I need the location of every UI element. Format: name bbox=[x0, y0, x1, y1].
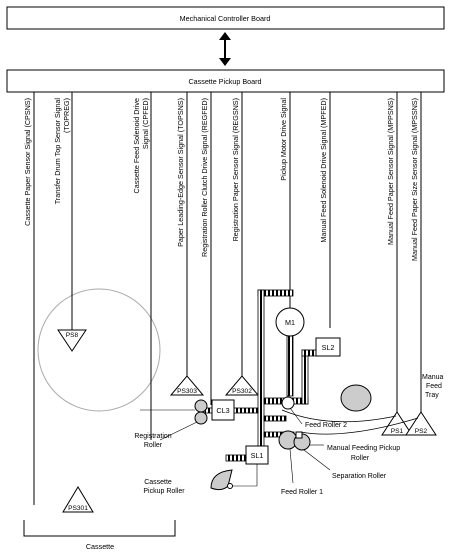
separation-roller-label: Separation Roller bbox=[332, 473, 387, 480]
cassette-pickup-roller-label-line2: Pickup Roller bbox=[143, 488, 185, 495]
manual-feed-tray-label-line1: Manua bbox=[422, 374, 444, 381]
cassette-pickup-board-label: Cassette Pickup Board bbox=[188, 77, 261, 86]
cassette-pickup-board bbox=[6, 69, 445, 93]
pickup-motor-signal-label: Pickup Motor Drive Signal bbox=[279, 98, 288, 181]
transfer-drum bbox=[37, 288, 161, 412]
ps2-label: PS2 bbox=[415, 428, 428, 435]
ps301-sensor bbox=[62, 486, 94, 513]
mpfed-signal-label: Manual Feed Solenoid Drive Signal (MPFED… bbox=[319, 98, 328, 243]
feed-roller-1-label: Feed Roller 1 bbox=[281, 489, 323, 496]
cassette-bracket bbox=[23, 520, 176, 537]
mpssns-signal-label: Manual Feed Paper Size Sensor Signal (MP… bbox=[410, 98, 419, 261]
cpfed-signal-label-line1: Cassette Feed Solenoid Drive bbox=[132, 98, 141, 193]
regsns-signal-label: Registration Paper Sensor Signal (REGSNS… bbox=[231, 98, 240, 241]
ps8-label: PS8 bbox=[66, 332, 79, 339]
feed-roller-2 bbox=[281, 396, 295, 410]
signal-lines bbox=[33, 92, 422, 505]
sl2-solenoid bbox=[315, 337, 341, 357]
ps301-label: PS301 bbox=[68, 505, 88, 512]
ps302-label: PS302 bbox=[232, 388, 252, 395]
topreg-signal-label-line1: Transfer Drum Top Sensor Signal bbox=[53, 98, 62, 205]
manual-feed-tray-label-line3: Tray bbox=[425, 392, 439, 399]
paper-path bbox=[281, 409, 419, 435]
registration-roller-label-line1: Registration bbox=[134, 433, 171, 440]
ps1-label: PS1 bbox=[391, 428, 404, 435]
cpsns-signal-label: Cassette Paper Sensor Signal (CPSNS) bbox=[23, 98, 32, 226]
manual-feed-pickup-roller bbox=[340, 384, 372, 412]
manual-pickup-roller-label-line1: Manual Feeding Pickup bbox=[327, 445, 400, 452]
ps302-sensor bbox=[224, 375, 260, 396]
drive-train bbox=[204, 289, 333, 462]
cl3-label: CL3 bbox=[216, 406, 229, 415]
ps303-sensor bbox=[169, 375, 205, 396]
m1-label: M1 bbox=[285, 318, 295, 327]
feed-roller-2-label: Feed Roller 2 bbox=[305, 422, 347, 429]
registration-roller-lower bbox=[194, 411, 208, 425]
regfed-signal-label: Registration Roller Clutch Drive Signal … bbox=[200, 98, 209, 257]
manual-feed-tray-label-line2: Feed bbox=[426, 383, 442, 390]
registration-roller-upper bbox=[194, 399, 208, 413]
bidirectional-arrow-icon bbox=[219, 32, 231, 66]
sl1-label: SL1 bbox=[251, 451, 264, 460]
mppsns-signal-label: Manual Feed Paper Sensor Signal (MPPSNS) bbox=[386, 98, 395, 245]
mechanical-controller-board bbox=[6, 6, 445, 30]
mechanical-controller-board-label: Mechanical Controller Board bbox=[180, 14, 271, 23]
topsns-signal-label: Paper Leading-Edge Sensor Signal (TOPSNS… bbox=[176, 98, 185, 247]
ps2-sensor bbox=[405, 411, 437, 436]
pickup-motor bbox=[275, 307, 305, 337]
cl3-clutch bbox=[211, 399, 235, 421]
registration-roller-label-line2: Roller bbox=[144, 442, 163, 449]
cassette-pickup-roller bbox=[210, 469, 233, 491]
cassette-pickup-roller-label-line1: Cassette bbox=[144, 479, 172, 486]
ps8-sensor bbox=[57, 329, 87, 352]
sl2-label: SL2 bbox=[322, 343, 335, 352]
cpfed-signal-label-line2: Signal (CPFED) bbox=[141, 98, 150, 149]
topreg-signal-label-line2: (TOPREG) bbox=[62, 98, 71, 133]
ps303-label: PS303 bbox=[177, 388, 197, 395]
cassette-label: Cassette bbox=[86, 542, 114, 551]
manual-pickup-roller-label-line2: Roller bbox=[351, 455, 370, 462]
